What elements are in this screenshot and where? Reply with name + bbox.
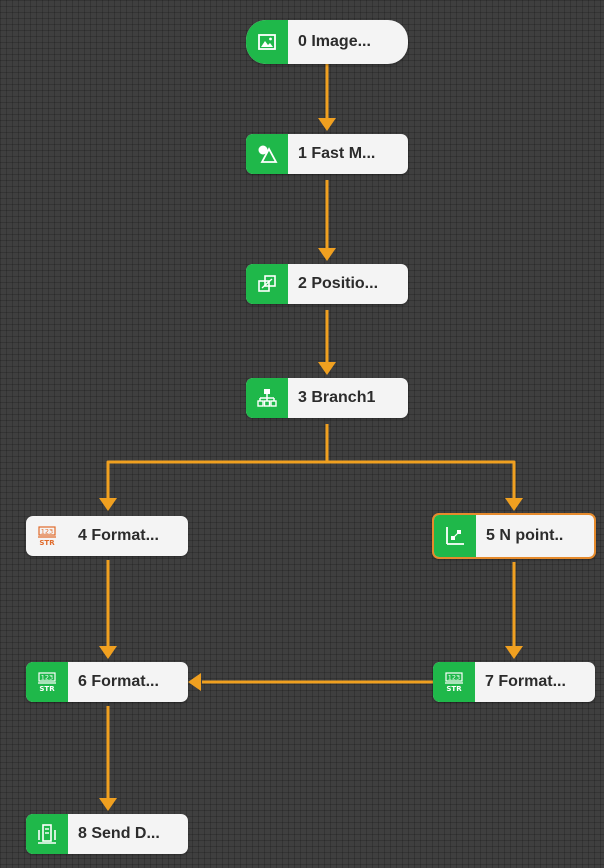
edge-3-4 <box>106 424 329 500</box>
svg-text:STR: STR <box>39 539 55 547</box>
node-label: 7 Format... <box>485 673 566 690</box>
arrowhead-4-6 <box>99 646 117 659</box>
node-label: 2 Positio... <box>298 275 379 292</box>
node-format-6[interactable]: 123 STR 6 Format... <box>26 662 188 702</box>
node-branch[interactable]: 3 Branch1 <box>246 378 408 418</box>
node-label: 6 Format... <box>78 673 159 690</box>
arrowhead-0-1 <box>318 118 336 131</box>
svg-text:123: 123 <box>41 674 53 682</box>
node-icon-box <box>246 378 288 418</box>
node-label: 4 Format... <box>78 527 159 544</box>
edge-3-5 <box>327 460 516 500</box>
n-point-icon <box>446 527 464 545</box>
svg-text:STR: STR <box>446 685 462 693</box>
node-icon-box <box>246 264 288 304</box>
arrowhead-1-2 <box>318 248 336 261</box>
node-icon-box <box>246 134 288 174</box>
node-label: 0 Image... <box>298 33 371 50</box>
position-correction-icon <box>258 275 276 292</box>
arrowhead-2-3 <box>318 362 336 375</box>
shape-match-icon <box>258 145 278 163</box>
format-str-icon: 123 STR <box>445 672 463 693</box>
node-label: 8 Send D... <box>78 825 160 842</box>
node-icon-box <box>246 20 288 64</box>
node-icon-box: 123 STR <box>433 662 475 702</box>
node-n-point[interactable]: 5 N point.. <box>432 513 596 559</box>
arrowhead-6-8 <box>99 798 117 811</box>
node-format-7[interactable]: 123 STR 7 Format... <box>433 662 595 702</box>
node-icon-box: 123 STR <box>26 662 68 702</box>
node-send-data[interactable]: 8 Send D... <box>26 814 188 854</box>
format-str-icon: 123 STR <box>38 526 56 547</box>
send-data-icon <box>38 824 56 844</box>
node-label: 1 Fast M... <box>298 145 376 162</box>
arrowhead-3-4 <box>99 498 117 511</box>
node-label: 5 N point.. <box>486 527 564 544</box>
node-icon-box <box>26 814 68 854</box>
arrowhead-3-5 <box>505 498 523 511</box>
branch-icon <box>257 389 277 407</box>
arrowhead-7-6 <box>188 673 201 691</box>
arrowhead-5-7 <box>505 646 523 659</box>
node-format-4[interactable]: 123 STR 4 Format... <box>26 516 188 556</box>
node-icon-box <box>434 515 476 557</box>
node-icon-box: 123 STR <box>26 516 68 556</box>
svg-text:123: 123 <box>448 674 460 682</box>
image-icon <box>258 34 276 50</box>
node-fast-match[interactable]: 1 Fast M... <box>246 134 408 174</box>
node-image-source[interactable]: 0 Image... <box>246 20 408 64</box>
node-label: 3 Branch1 <box>298 389 376 406</box>
svg-text:123: 123 <box>41 528 53 536</box>
format-str-icon: 123 STR <box>38 672 56 693</box>
svg-text:STR: STR <box>39 685 55 693</box>
node-position-correction[interactable]: 2 Positio... <box>246 264 408 304</box>
